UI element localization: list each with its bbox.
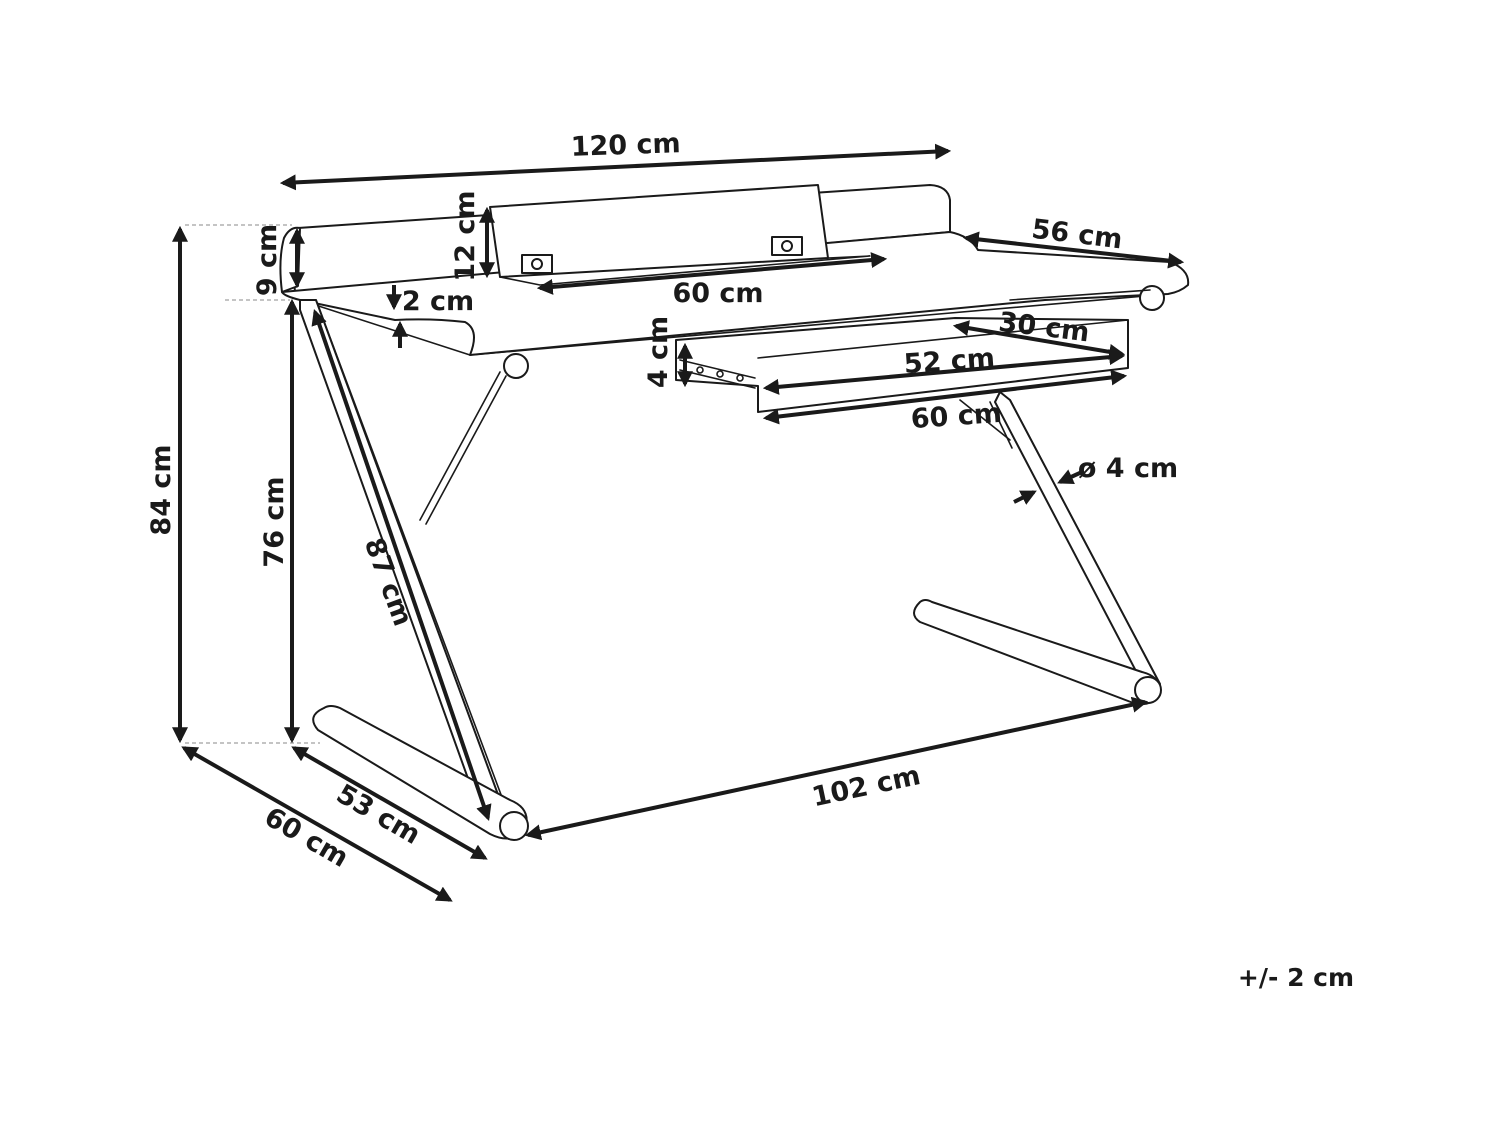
label-width-total: 120 cm (570, 128, 681, 163)
dim-arrow-102 (524, 696, 1149, 841)
label-total-height: 84 cm (146, 444, 177, 535)
dim-arrow-drawer-60 (762, 369, 1128, 425)
dimension-arrows (172, 143, 1185, 902)
label-shelf-height: 12 cm (450, 190, 481, 281)
label-shelf-width: 60 cm (672, 278, 763, 309)
label-drawer-height: 4 cm (643, 316, 674, 388)
dim-arrow-60-depth (181, 746, 453, 902)
tolerance-note: +/- 2 cm (1238, 963, 1354, 992)
label-base-width: 102 cm (809, 760, 923, 813)
label-back-rail-height: 9 cm (252, 224, 283, 296)
dim-arrow-shelf-60 (536, 252, 888, 295)
label-leg-diameter: ø 4 cm (1078, 453, 1178, 484)
dim-arrow-diameter-2 (1057, 469, 1083, 484)
label-clearance-height: 76 cm (259, 476, 290, 567)
dim-arrow-diameter (1013, 490, 1037, 505)
dim-arrow-87 (311, 308, 492, 822)
dim-arrow-120 (279, 143, 952, 191)
label-depth-top: 56 cm (1030, 214, 1124, 256)
label-top-thickness: 2 cm (402, 286, 474, 317)
label-drawer-outer-width: 60 cm (910, 398, 1003, 435)
dim-arrow-56 (962, 231, 1185, 269)
label-drawer-inner-width: 52 cm (903, 343, 996, 380)
